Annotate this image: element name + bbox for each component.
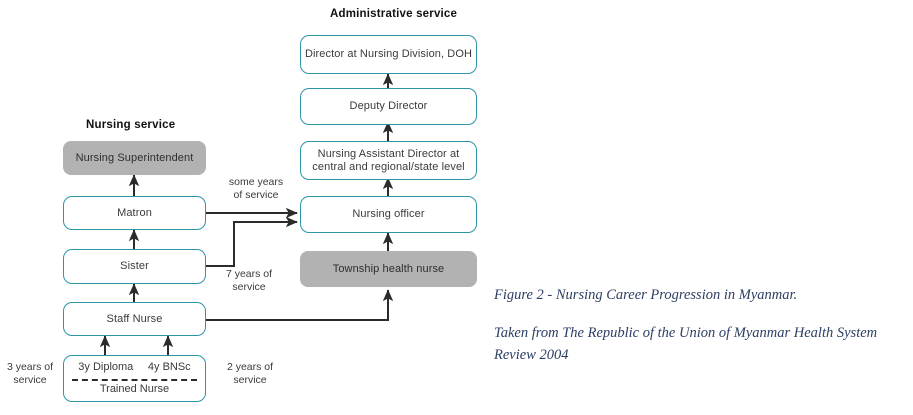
node-trained-nurse[interactable]: 3y Diploma 4y BNSc Trained Nurse xyxy=(63,355,206,402)
figure-caption-line-1: Figure 2 - Nursing Career Progression in… xyxy=(494,287,798,303)
arrow-staffnurse-to-township xyxy=(205,289,394,321)
node-director-nursing-division[interactable]: Director at Nursing Division, DOH xyxy=(300,35,477,74)
node-staff-nurse[interactable]: Staff Nurse xyxy=(63,302,206,336)
label-4y-bnsc: 4y BNSc xyxy=(147,360,191,373)
node-nursing-officer[interactable]: Nursing officer xyxy=(300,196,477,233)
label-trained-nurse: Trained Nurse xyxy=(99,383,170,396)
node-township-health-nurse[interactable]: Township health nurse xyxy=(300,251,477,287)
label-3y-diploma: 3y Diploma xyxy=(78,360,134,373)
node-nursing-superintendent[interactable]: Nursing Superintendent xyxy=(63,141,206,175)
figure-caption-line-2: Taken from The Republic of the Union of … xyxy=(494,325,878,363)
heading-administrative-service: Administrative service xyxy=(330,8,458,20)
edge-label-2-years-of-service: 2 years of service xyxy=(226,361,274,386)
trained-nurse-title: Trained Nurse xyxy=(64,379,205,402)
node-sister[interactable]: Sister xyxy=(63,249,206,284)
edge-label-some-years-of-service: some years of service xyxy=(228,176,284,201)
edge-label-7-years-of-service: 7 years of service xyxy=(225,268,273,293)
heading-nursing-service: Nursing service xyxy=(86,119,176,131)
edge-label-3-years-of-service: 3 years of service xyxy=(6,361,54,386)
node-nursing-assistant-director[interactable]: Nursing Assistant Director at central an… xyxy=(300,141,477,180)
arrow-sister-to-nursing-officer xyxy=(205,216,298,267)
trained-nurse-divider xyxy=(72,378,197,381)
node-matron[interactable]: Matron xyxy=(63,196,206,230)
trained-nurse-qualifications: 3y Diploma 4y BNSc xyxy=(64,356,205,379)
node-deputy-director[interactable]: Deputy Director xyxy=(300,88,477,125)
